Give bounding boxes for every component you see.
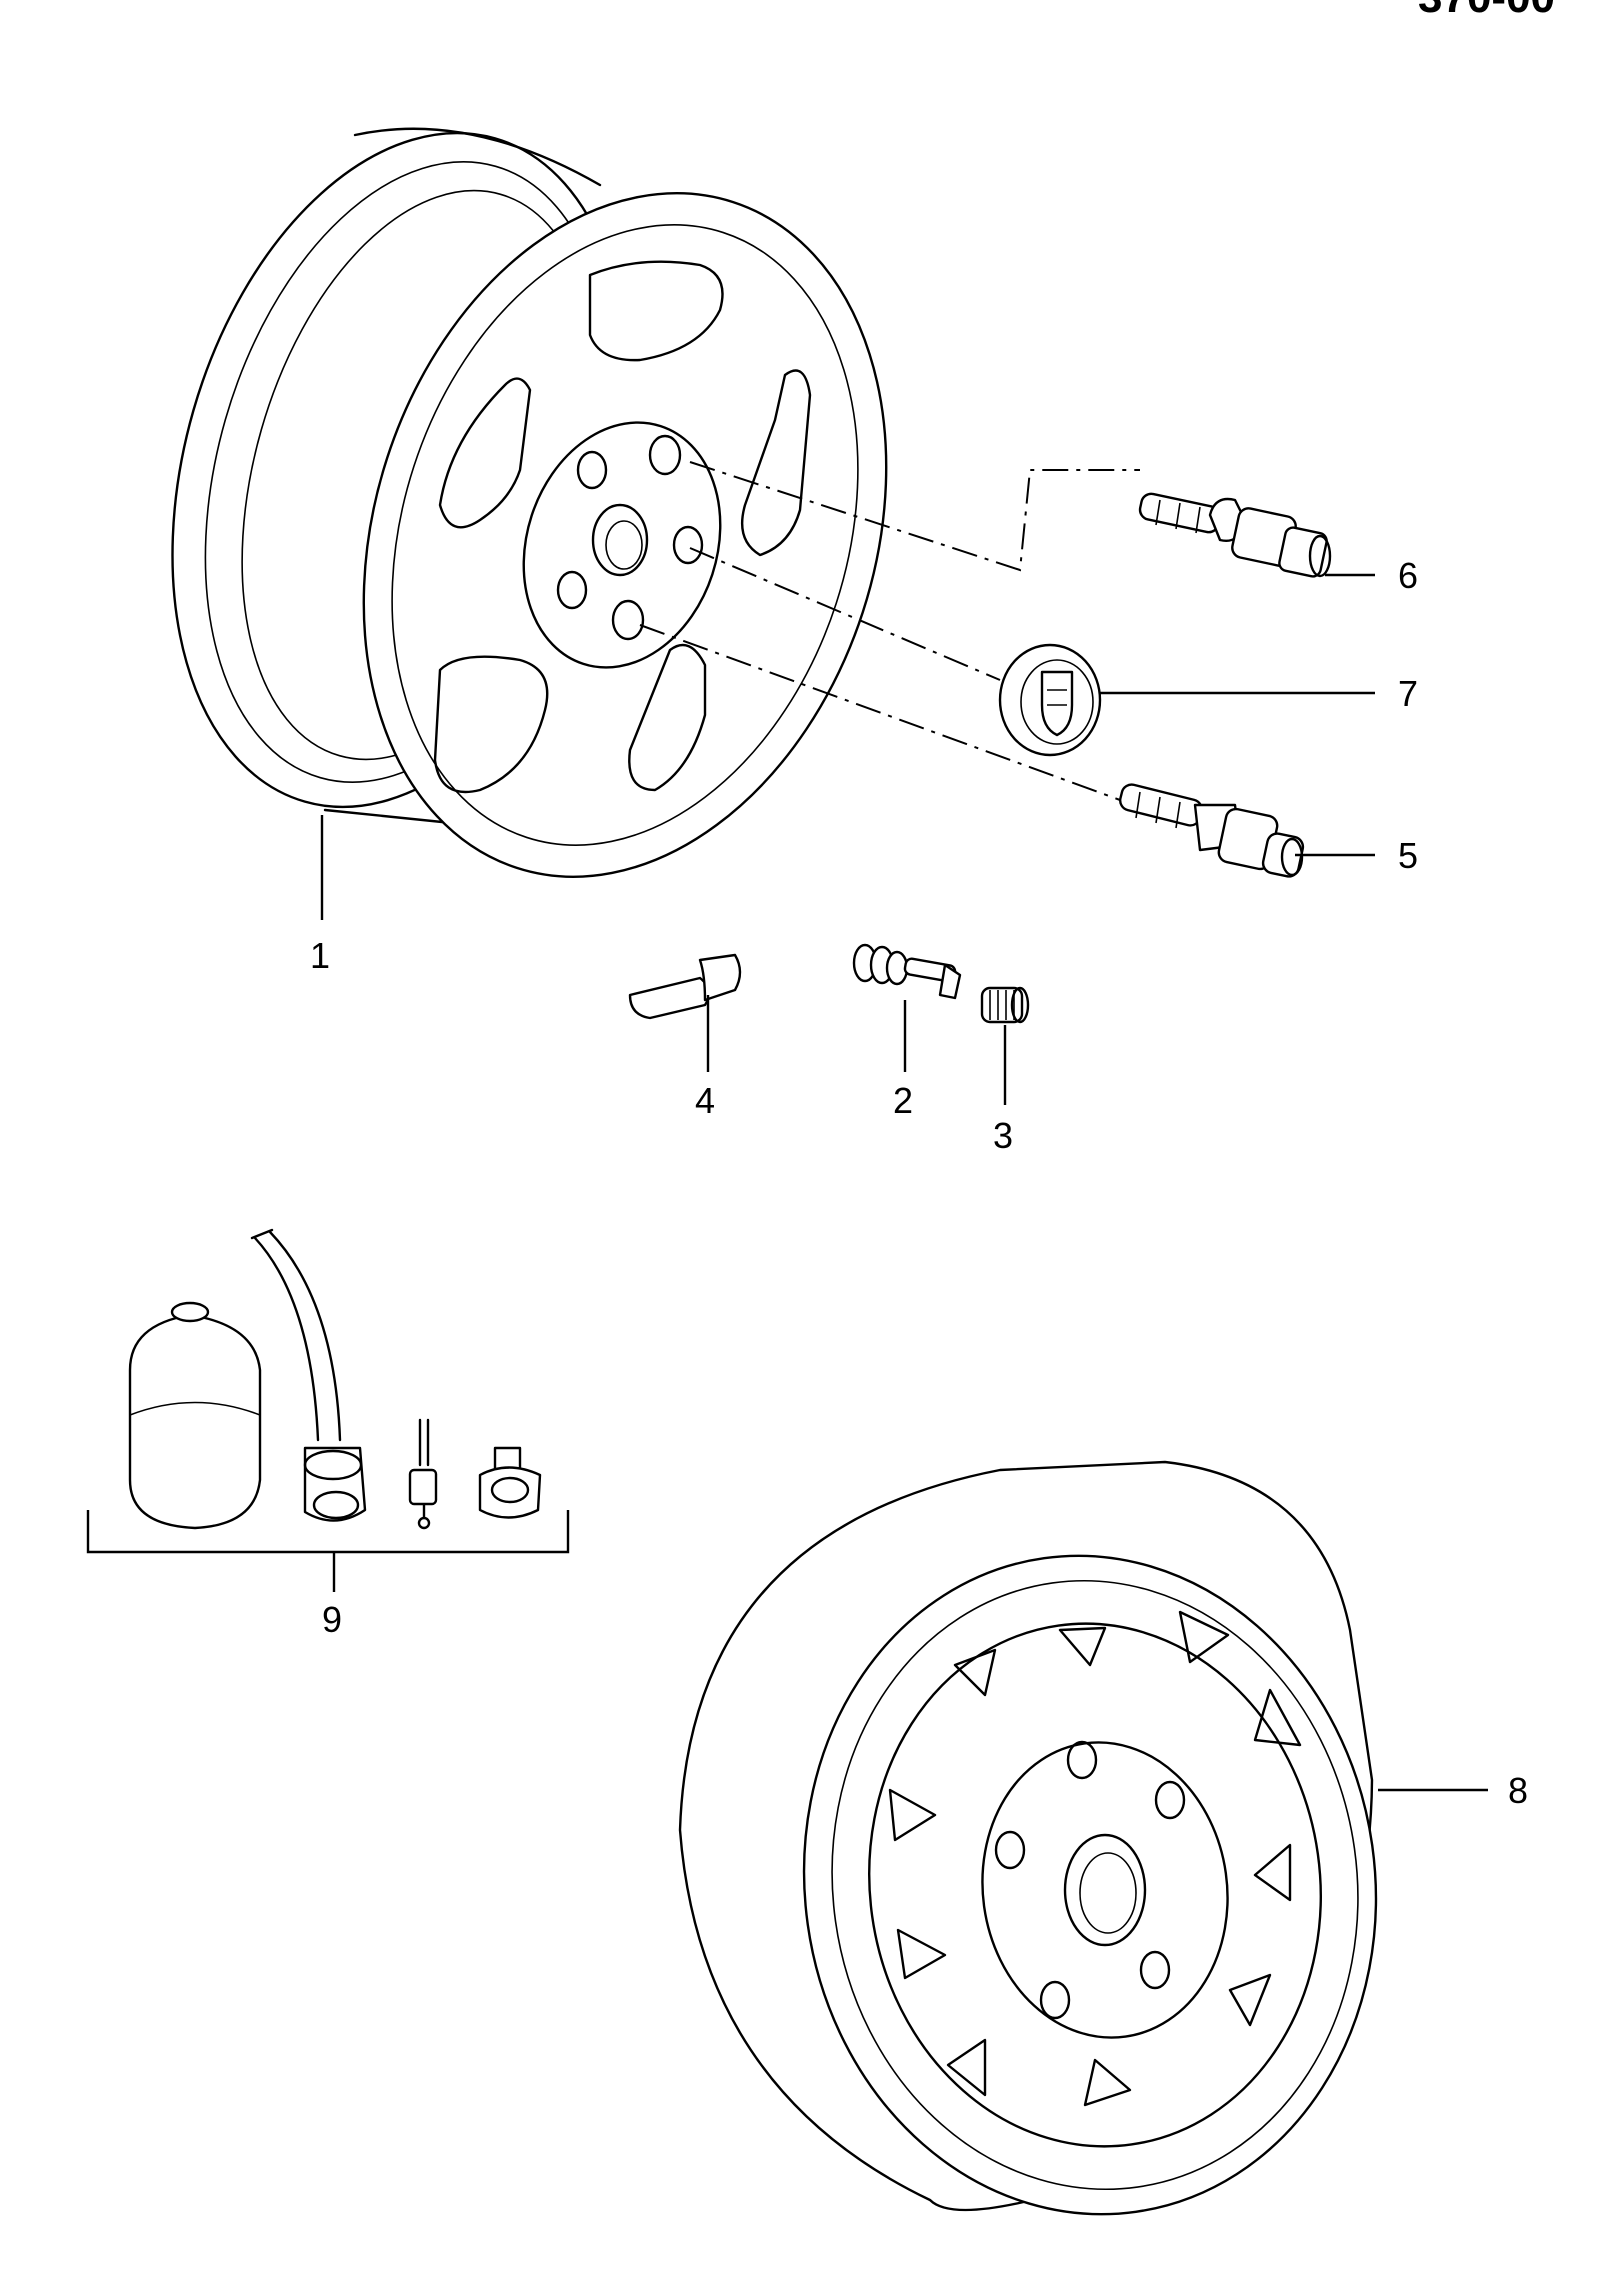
- callout-8: 8: [1508, 1770, 1528, 1811]
- center-cap[interactable]: [998, 643, 1102, 757]
- balance-weight[interactable]: [628, 953, 742, 1020]
- tire-valve[interactable]: [852, 943, 962, 1000]
- leader-lines: [706, 573, 1375, 1105]
- callout-3: 3: [993, 1115, 1013, 1156]
- callout-7: 7: [1398, 673, 1418, 714]
- valve-cap[interactable]: [980, 986, 1030, 1024]
- locking-wheel-bolt[interactable]: [1138, 492, 1332, 578]
- wheel-bolt[interactable]: [1118, 782, 1305, 878]
- callout-4: 4: [695, 1080, 715, 1121]
- callout-1: 1: [310, 935, 330, 976]
- callout-2: 2: [893, 1080, 913, 1121]
- callout-5: 5: [1398, 835, 1418, 876]
- tire-repair-kit[interactable]: [86, 1228, 570, 1592]
- callout-9: 9: [322, 1599, 342, 1640]
- diagram-code: 370-00: [1418, 0, 1555, 22]
- alloy-wheel[interactable]: [98, 79, 971, 945]
- callout-labels: 1 2 3 4 5 6 7 8 9: [310, 555, 1528, 1811]
- callout-6: 6: [1398, 555, 1418, 596]
- assembly-lines: [639, 461, 1140, 801]
- spare-wheel[interactable]: [678, 1460, 1488, 2251]
